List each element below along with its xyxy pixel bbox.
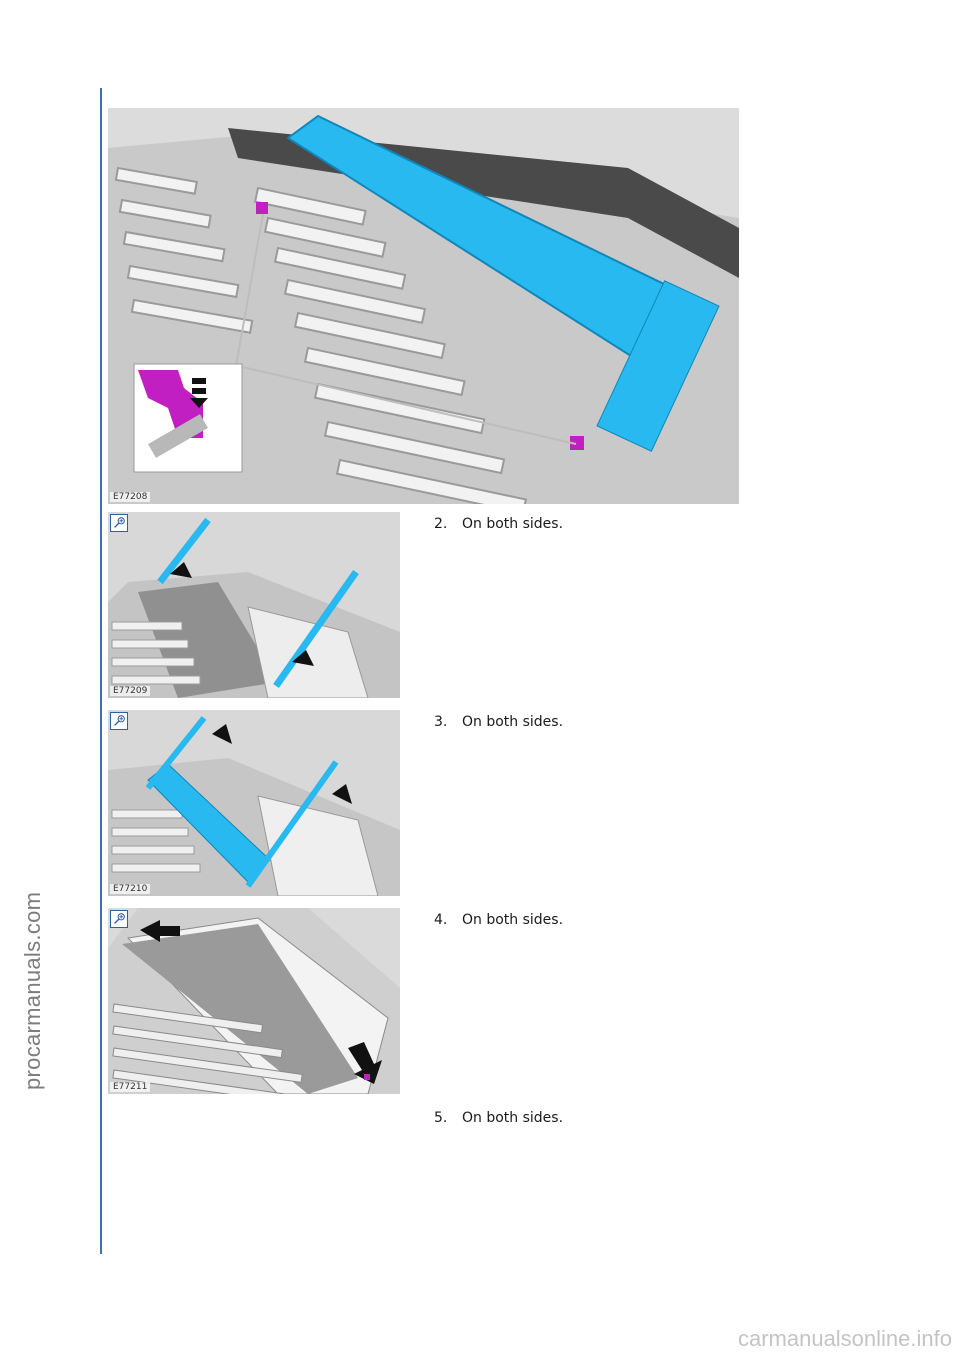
step-2: 2. On both sides. — [434, 516, 563, 532]
step-4: 4. On both sides. — [434, 912, 563, 928]
figure-code: E77210 — [110, 884, 151, 894]
zoom-glyph — [114, 715, 125, 726]
step-text: On both sides. — [462, 912, 564, 928]
figure-code: E77211 — [110, 1082, 151, 1092]
figure-step-3: E77210 — [108, 710, 400, 896]
step-text: On both sides. — [462, 714, 564, 730]
figure-main: E77208 — [108, 108, 739, 504]
figure-step-2: E77209 — [108, 512, 400, 698]
step-number: 4. — [434, 912, 448, 928]
step-5: 5. On both sides. — [434, 1110, 563, 1126]
zoom-icon[interactable] — [110, 712, 128, 730]
step-text: On both sides. — [462, 516, 564, 532]
step-text: On both sides. — [462, 1110, 564, 1126]
figure-step-4-illustration — [108, 908, 400, 1094]
figure-main-illustration — [108, 108, 739, 504]
figure-step-2-illustration — [108, 512, 400, 698]
step-number: 5. — [434, 1110, 448, 1126]
margin-rule — [100, 88, 102, 1254]
figure-code: E77209 — [110, 686, 151, 696]
step-3: 3. On both sides. — [434, 714, 563, 730]
step-number: 3. — [434, 714, 448, 730]
figure-step-4: E77211 — [108, 908, 400, 1094]
zoom-glyph — [114, 517, 125, 528]
figure-code: E77208 — [110, 492, 151, 502]
zoom-icon[interactable] — [110, 514, 128, 532]
footer-watermark: carmanualsonline.info — [737, 1326, 952, 1351]
step-number: 2. — [434, 516, 448, 532]
zoom-glyph — [114, 913, 125, 924]
side-watermark: procarmanuals.com — [20, 891, 45, 1090]
figure-step-3-illustration — [108, 710, 400, 896]
zoom-icon[interactable] — [110, 910, 128, 928]
